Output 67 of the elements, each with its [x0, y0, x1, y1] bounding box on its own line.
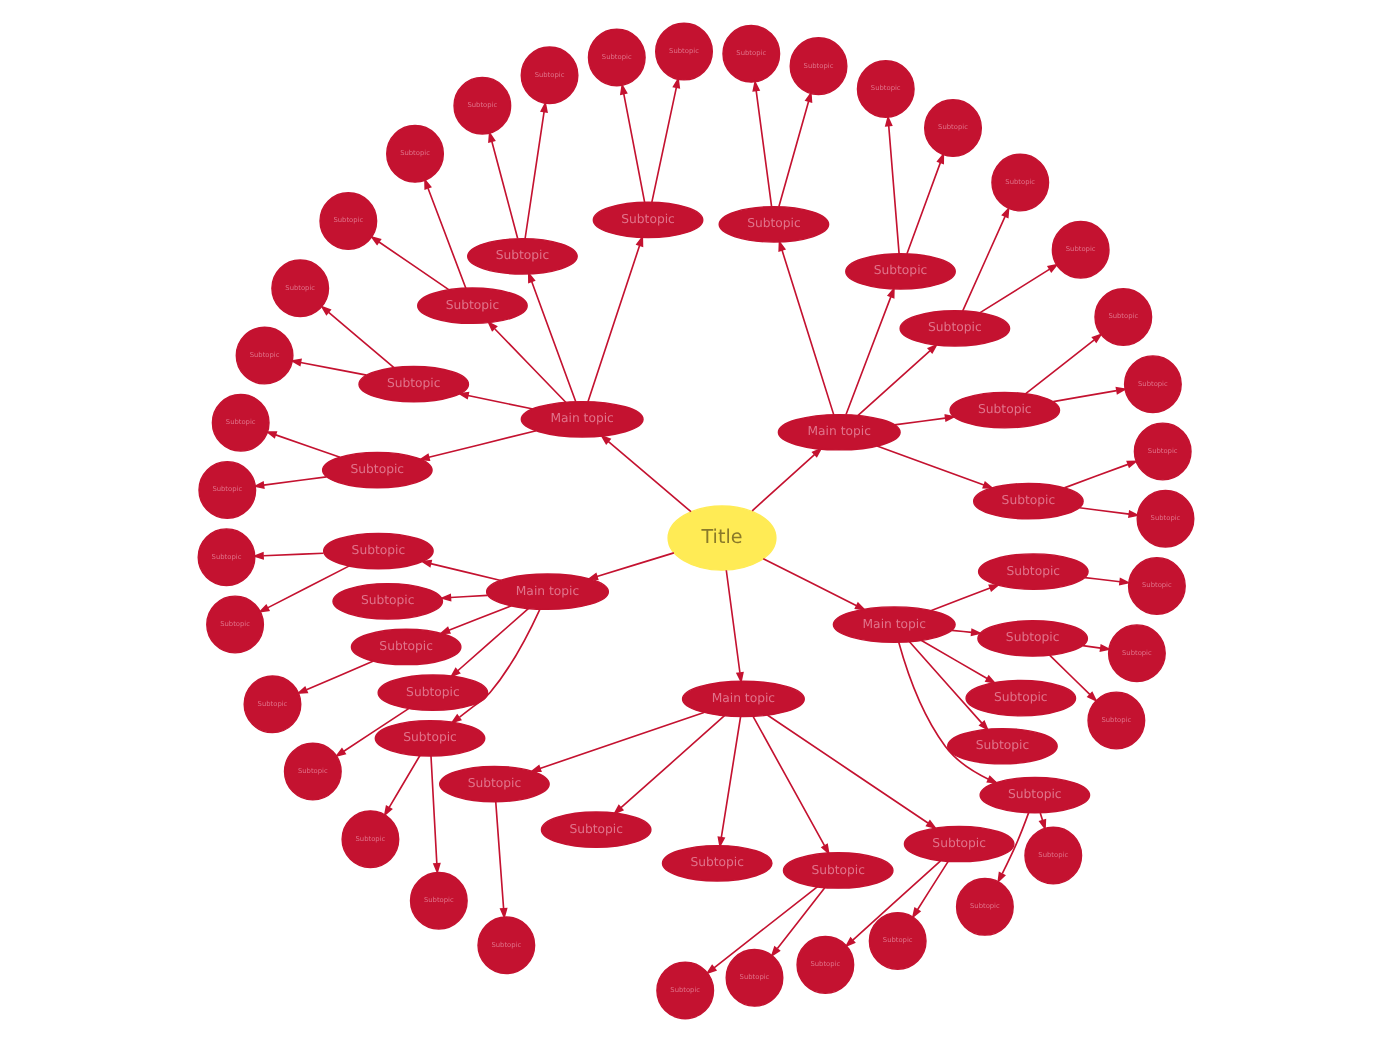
- arrow: [1048, 653, 1098, 702]
- arrow: [778, 238, 835, 415]
- arrow: [258, 564, 351, 612]
- arrow: [449, 606, 530, 677]
- arrow: [334, 706, 410, 757]
- arrow: [845, 285, 895, 415]
- arrow: [762, 556, 867, 610]
- arrow: [1084, 575, 1131, 585]
- arrow: [857, 342, 939, 416]
- arrow: [705, 884, 819, 974]
- arrow: [893, 413, 957, 425]
- arrow: [486, 319, 567, 403]
- arrow: [920, 638, 997, 684]
- arrow: [1078, 505, 1140, 517]
- arrow: [908, 639, 990, 731]
- arrow: [488, 129, 519, 239]
- arrow: [586, 551, 675, 580]
- arrow: [457, 390, 534, 409]
- arrow: [725, 568, 744, 683]
- arrow: [439, 592, 489, 601]
- arrow: [619, 82, 646, 203]
- arrow: [650, 75, 681, 203]
- arrow: [289, 357, 368, 375]
- arrow: [1052, 385, 1128, 402]
- arrow: [752, 78, 773, 207]
- arrow: [844, 858, 942, 947]
- arrow: [1038, 811, 1047, 830]
- arrow: [752, 714, 830, 855]
- arrow: [424, 176, 467, 289]
- arrow: [770, 885, 826, 957]
- arrow: [929, 583, 1001, 611]
- arrow: [911, 859, 949, 918]
- arrow: [252, 550, 325, 559]
- arrow: [265, 430, 341, 457]
- arrow: [950, 627, 983, 636]
- arrow: [320, 304, 395, 368]
- arrow: [494, 800, 508, 919]
- arrow: [527, 270, 577, 402]
- arrow: [524, 100, 548, 239]
- arrow: [906, 151, 945, 254]
- arrow: [612, 713, 726, 814]
- arrow: [766, 713, 938, 829]
- arrow: [252, 475, 328, 489]
- arrow: [450, 607, 541, 723]
- arrow: [587, 234, 644, 402]
- arrow: [1082, 643, 1112, 651]
- arrow: [751, 446, 823, 511]
- arrow: [369, 234, 450, 290]
- arrow: [420, 558, 502, 581]
- arrow: [997, 810, 1030, 883]
- arrow: [961, 205, 1010, 311]
- arrow: [876, 444, 995, 488]
- arrow: [978, 262, 1059, 313]
- arrow: [529, 710, 705, 772]
- arrow: [383, 753, 421, 816]
- arrow: [1024, 332, 1103, 394]
- arrow: [897, 640, 999, 783]
- arrow: [296, 659, 375, 694]
- arrow: [778, 89, 813, 207]
- arrow: [600, 433, 692, 512]
- arrow: [418, 428, 537, 461]
- arrow: [884, 113, 900, 254]
- arrow: [430, 753, 441, 874]
- arrow: [438, 604, 513, 634]
- arrow: [1063, 459, 1139, 488]
- node-ellipse: Title: [667, 504, 777, 570]
- arrow: [717, 714, 742, 848]
